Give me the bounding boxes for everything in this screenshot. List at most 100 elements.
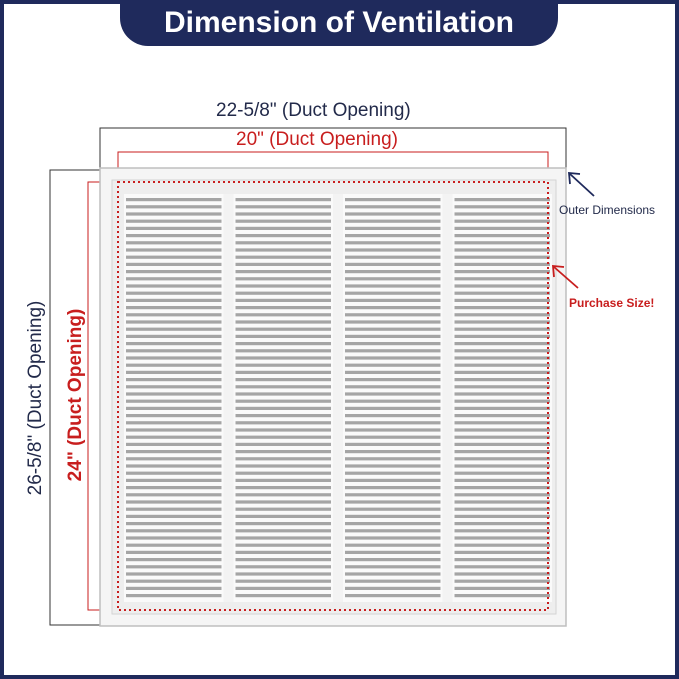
louver-slat [126,205,222,209]
louver-slat [454,298,550,302]
louver-slat [345,514,441,518]
louver-slat [235,442,331,446]
louver-slat [454,284,550,288]
louver-slat [126,284,222,288]
louver-slat [454,464,550,468]
louver-slat [126,399,222,403]
louver-slat [454,507,550,511]
louver-slat [454,594,550,598]
louver-slat [345,248,441,252]
louver-slat [126,586,222,590]
louver-slat [454,334,550,338]
louver-slat [126,536,222,540]
louver-slat [345,594,441,598]
louver-slat [235,565,331,569]
louver-slat [126,262,222,266]
louver-slat [235,392,331,396]
louver-slat [126,493,222,497]
louver-slat [126,270,222,274]
louver-slat [345,219,441,223]
louver-slat [235,327,331,331]
louver-slat [235,579,331,583]
louver-slat [345,291,441,295]
louver-slat [454,442,550,446]
louver-slat [454,414,550,418]
louver-slat [235,291,331,295]
louver-slat [345,327,441,331]
louver-slat [454,500,550,504]
louver-slat [126,579,222,583]
louver-slat [126,428,222,432]
louver-slat [126,226,222,230]
louver-slat [235,406,331,410]
louver-slat [345,450,441,454]
louver-slat [235,558,331,562]
louver-slat [454,212,550,216]
louver-slat [454,198,550,202]
louver-slat [345,342,441,346]
title-banner: Dimension of Ventilation [120,0,558,46]
louver-slat [454,226,550,230]
louver-slat [126,385,222,389]
louver-slat [235,493,331,497]
louver-slat [454,399,550,403]
louver-slat [126,414,222,418]
louver-slat [454,550,550,554]
louver-slat [345,356,441,360]
louver-slat [454,320,550,324]
louver-slat [126,543,222,547]
louver-slat [345,565,441,569]
louver-slat [345,486,441,490]
louver-slat [454,385,550,389]
louver-slat [235,428,331,432]
louver-slat [345,572,441,576]
louver-slat [126,529,222,533]
louver-slat [235,594,331,598]
louver-slat [235,262,331,266]
louver-slat [126,198,222,202]
louver-slat [235,212,331,216]
louver-slat [235,205,331,209]
louver-slat [345,363,441,367]
louver-slat [345,543,441,547]
louver-slat [235,522,331,526]
louver-slat [126,435,222,439]
louver-slat [235,507,331,511]
louver-divider [442,194,453,602]
louver-slat [345,522,441,526]
louver-slat [126,514,222,518]
louver-slat [126,392,222,396]
louver-slat [235,572,331,576]
louver-slat [126,313,222,317]
louver-slat [235,255,331,259]
louver-slat [345,493,441,497]
louver-slat [345,550,441,554]
louver-slat [345,457,441,461]
louver-slat [454,277,550,281]
louver-slat [235,356,331,360]
louver-slat [126,572,222,576]
purchase-size-arrow [553,266,579,289]
louver-slat [345,442,441,446]
louver-slat [454,572,550,576]
louver-slat [345,586,441,590]
louver-slat [345,500,441,504]
inner-height-label: 24" (Duct Opening) [65,308,86,482]
louver-slat [235,277,331,281]
louver-slat [454,586,550,590]
louver-slat [454,255,550,259]
louver-slat [126,342,222,346]
louver-column [343,194,443,602]
louver-slat [235,529,331,533]
louver-slat [454,435,550,439]
louver-slat [126,522,222,526]
louver-slat [454,219,550,223]
louver-slat [235,385,331,389]
louver-slat [235,399,331,403]
louver-slat [345,406,441,410]
louver-slat [454,313,550,317]
outer-width-label: 22-5/8" (Duct Opening) [216,100,411,121]
louver-slat [235,198,331,202]
louver-slat [345,392,441,396]
louver-slat [454,370,550,374]
